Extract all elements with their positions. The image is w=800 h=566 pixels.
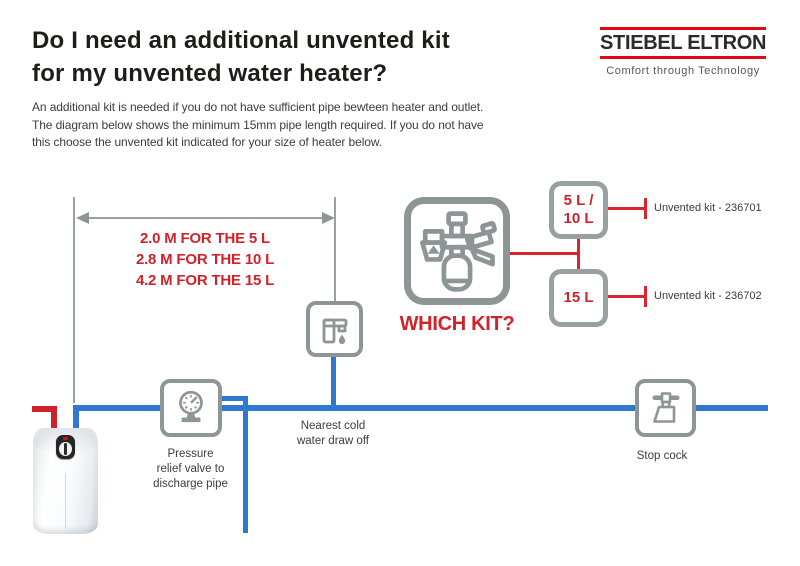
size-box-line: 10 L [563, 210, 594, 227]
discharge-pipe-horizontal [221, 396, 248, 401]
heater-indicator [63, 437, 68, 440]
heater-dial-slot [64, 443, 67, 455]
unvented-kit-icon [420, 211, 497, 292]
pressure-gauge-icon [179, 390, 203, 423]
page-title: Do I need an additional unvented kit for… [32, 24, 450, 90]
prv-label-line: Pressure [167, 448, 214, 460]
stiebel-eltron-logo: STIEBEL ELTRON Comfort through Technolog… [600, 27, 766, 77]
heater-seam [64, 473, 66, 528]
tap-box [306, 301, 363, 357]
stop-cock-box [635, 379, 696, 437]
stop-cock-label: Stop cock [636, 450, 688, 462]
hot-outlet-pipe [32, 406, 57, 412]
prv-label-line: relief valve to [156, 463, 225, 475]
logo-bottom-bar [600, 56, 766, 59]
size-box-15l: 15 L [549, 269, 608, 327]
kit-connector-line [577, 239, 580, 269]
discharge-pipe-vertical [243, 396, 248, 533]
intro-line: An additional kit is needed if you do no… [32, 100, 484, 114]
heater-dial [59, 442, 72, 456]
draw-off-branch-pipe [331, 355, 336, 406]
intro-line: this choose the unvented kit indicated f… [32, 135, 382, 149]
prv-label-line: discharge pipe [153, 478, 228, 490]
main-cold-water-pipe [73, 405, 768, 411]
kit-connector-terminal [644, 198, 647, 219]
draw-off-label-line: Nearest cold [300, 420, 366, 432]
page-title-line2: for my unvented water heater? [32, 60, 388, 87]
kit-connector-line [608, 207, 645, 210]
page-title-line1: Do I need an additional unvented kit [32, 27, 450, 54]
size-box-5-10l: 5 L / 10 L [549, 181, 608, 239]
logo-name: STIEBEL ELTRON [600, 32, 767, 54]
which-kit-question: WHICH KIT? [399, 313, 515, 335]
kit-connector-line [510, 252, 578, 255]
cold-inlet-pipe [73, 405, 79, 430]
size-box-line: 15 L [563, 289, 594, 306]
draw-off-label: Nearest cold water draw off [282, 419, 384, 449]
size-box-line: 5 L / [563, 192, 594, 209]
intro-line: The diagram below shows the minimum 15mm… [32, 117, 484, 132]
unvented-kit-illustration-box [404, 197, 510, 305]
kit-part-number-label: Unvented kit - 236702 [654, 290, 762, 302]
kit-part-number-label: Unvented kit - 236701 [654, 202, 762, 214]
water-heater-image [33, 428, 98, 534]
stop-cock-icon [652, 392, 679, 423]
kit-connector-line [608, 295, 645, 298]
draw-off-label-line: water draw off [296, 435, 369, 447]
measure-line: 2.8 M FOR THE 10 L [135, 251, 275, 268]
intro-paragraph: An additional kit is needed if you do no… [32, 99, 484, 152]
heater-control-knob [56, 435, 75, 459]
logo-tagline: Comfort through Technology [606, 65, 760, 77]
pressure-relief-valve-box [160, 379, 222, 437]
hot-outlet-pipe [51, 406, 57, 430]
measure-line: 4.2 M FOR THE 15 L [135, 272, 275, 289]
logo-top-bar [600, 27, 766, 30]
measure-extent-line-right [334, 197, 336, 301]
pipe-length-requirements: 2.0 M FOR THE 5 L 2.8 M FOR THE 10 L 4.2… [90, 228, 320, 291]
measure-extent-line-left [73, 197, 75, 403]
double-arrow-icon [76, 212, 335, 224]
measure-line: 2.0 M FOR THE 5 L [140, 230, 270, 247]
tap-icon [322, 318, 347, 345]
kit-connector-terminal [644, 286, 647, 307]
prv-label: Pressure relief valve to discharge pipe [128, 447, 253, 492]
